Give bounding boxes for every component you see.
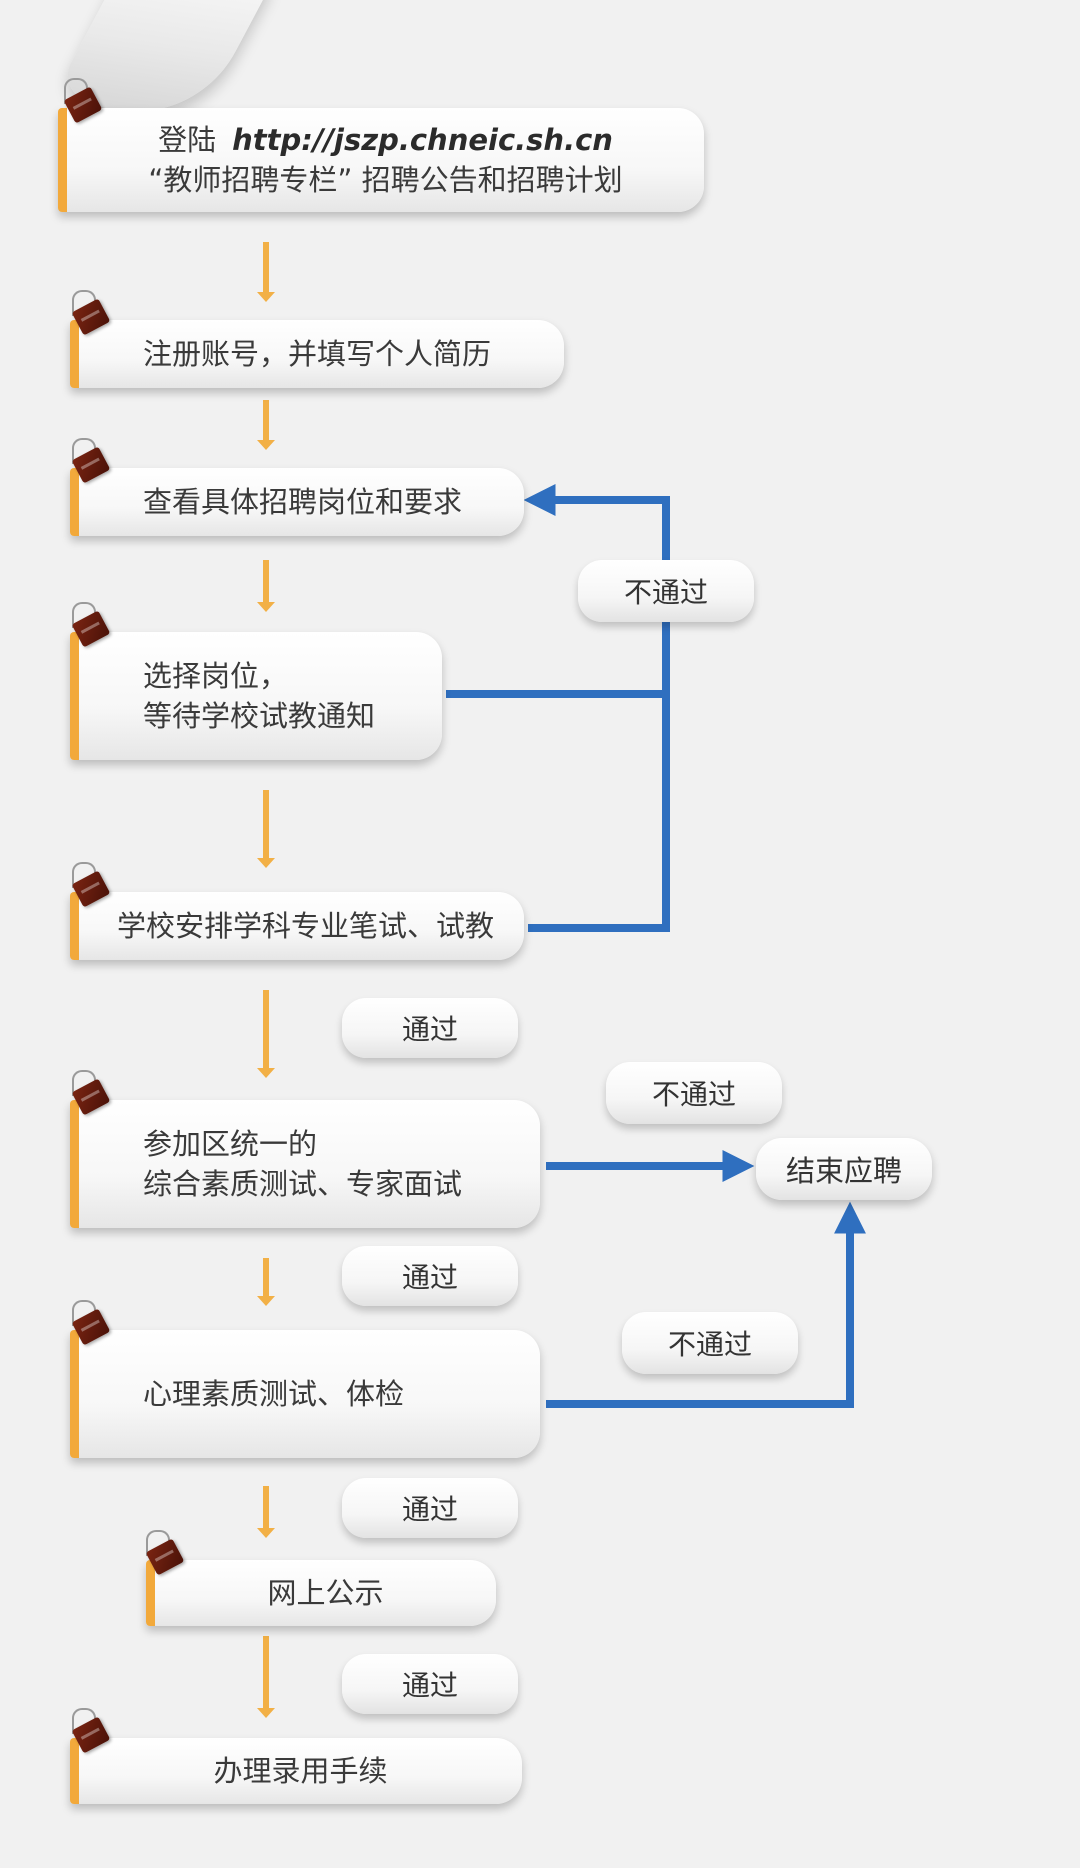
- step-view-positions: 查看具体招聘岗位和要求: [70, 468, 524, 536]
- feedback-arrow: [523, 484, 670, 932]
- down-arrow-icon: [257, 242, 275, 302]
- down-arrow-icon: [257, 1636, 275, 1718]
- step-select-position-line1: 选择岗位，: [143, 659, 289, 693]
- login-subtitle: “教师招聘专栏” 招聘公告和招聘计划: [148, 163, 623, 197]
- fail-badge: 不通过: [578, 560, 754, 622]
- down-arrow-icon: [257, 400, 275, 450]
- fail-badge: 不通过: [606, 1062, 782, 1124]
- login-label: 登陆: [158, 123, 217, 157]
- step-interview-line2: 综合素质测试、专家面试: [143, 1167, 463, 1201]
- pass-badge: 通过: [342, 1654, 518, 1714]
- step-register-text: 注册账号，并填写个人简历: [143, 337, 492, 371]
- pass-badge: 通过: [342, 1478, 518, 1538]
- step-view-positions-text: 查看具体招聘岗位和要求: [143, 485, 463, 519]
- step-select-position-line2: 等待学校试教通知: [143, 699, 376, 733]
- step-interview-line1: 参加区统一的: [143, 1127, 318, 1161]
- step-select-position: 选择岗位， 等待学校试教通知: [70, 632, 442, 760]
- down-arrow-icon: [257, 1486, 275, 1538]
- step-register: 注册账号，并填写个人简历: [70, 320, 564, 388]
- down-arrow-icon: [257, 1258, 275, 1306]
- step-public-notice-text: 网上公示: [267, 1576, 384, 1610]
- step-login: 登陆 http://jszp.chneic.sh.cn “教师招聘专栏” 招聘公告…: [58, 108, 704, 212]
- recruitment-url[interactable]: http://jszp.chneic.sh.cn: [232, 123, 613, 157]
- fail-arrow: [546, 1201, 866, 1408]
- down-arrow-icon: [257, 560, 275, 612]
- step-hiring-procedures: 办理录用手续: [70, 1738, 522, 1804]
- fail-badge: 不通过: [622, 1312, 798, 1374]
- pass-badge: 通过: [342, 1246, 518, 1306]
- step-public-notice: 网上公示: [146, 1560, 496, 1626]
- step-written-test: 学校安排学科专业笔试、试教: [70, 892, 524, 960]
- down-arrow-icon: [257, 990, 275, 1078]
- down-arrow-icon: [257, 790, 275, 868]
- step-psych-test-text: 心理素质测试、体检: [143, 1377, 405, 1411]
- step-written-test-text: 学校安排学科专业笔试、试教: [117, 909, 495, 943]
- pass-badge: 通过: [342, 998, 518, 1058]
- step-interview: 参加区统一的 综合素质测试、专家面试: [70, 1100, 540, 1228]
- step-psych-test: 心理素质测试、体检: [70, 1330, 540, 1458]
- end-application: 结束应聘: [756, 1138, 932, 1200]
- step-hiring-procedures-text: 办理录用手续: [213, 1754, 388, 1788]
